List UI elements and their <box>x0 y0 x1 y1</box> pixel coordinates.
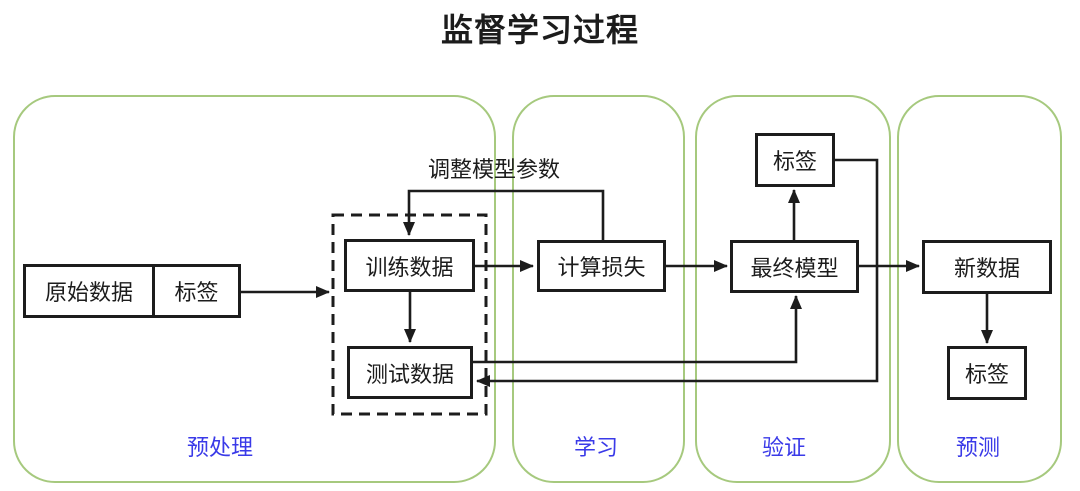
feedback-annotation: 调整模型参数 <box>427 157 561 182</box>
final-model-node: 最终模型 <box>730 240 859 293</box>
stage-label-validation: 验证 <box>761 435 807 460</box>
stage-container-learning <box>512 95 685 483</box>
new-data-tag-node: 标签 <box>947 346 1027 400</box>
test-data-node: 测试数据 <box>347 346 473 399</box>
raw-data-with-label-node: 原始数据 标签 <box>23 264 241 318</box>
stage-container-preprocessing <box>13 95 496 483</box>
stage-container-prediction <box>897 95 1062 483</box>
diagram-title: 监督学习过程 <box>440 12 639 48</box>
compute-loss-node: 计算损失 <box>537 240 666 292</box>
predicted-tag-node: 标签 <box>755 133 835 187</box>
stage-label-learning: 学习 <box>573 435 619 460</box>
stage-container-validation <box>695 95 891 483</box>
raw-data-tag-cell: 标签 <box>174 280 219 305</box>
new-data-node: 新数据 <box>922 240 1052 294</box>
train-data-node: 训练数据 <box>344 239 475 292</box>
stage-label-prediction: 预测 <box>955 435 1001 460</box>
raw-data-cell: 原始数据 <box>26 267 155 315</box>
arrow-test-to-final-bottom <box>473 295 802 364</box>
stage-label-preprocessing: 预处理 <box>186 435 254 460</box>
arrow-feedback-loss-to-train <box>403 189 605 240</box>
arrow-predicted-tag-to-test <box>476 158 879 387</box>
